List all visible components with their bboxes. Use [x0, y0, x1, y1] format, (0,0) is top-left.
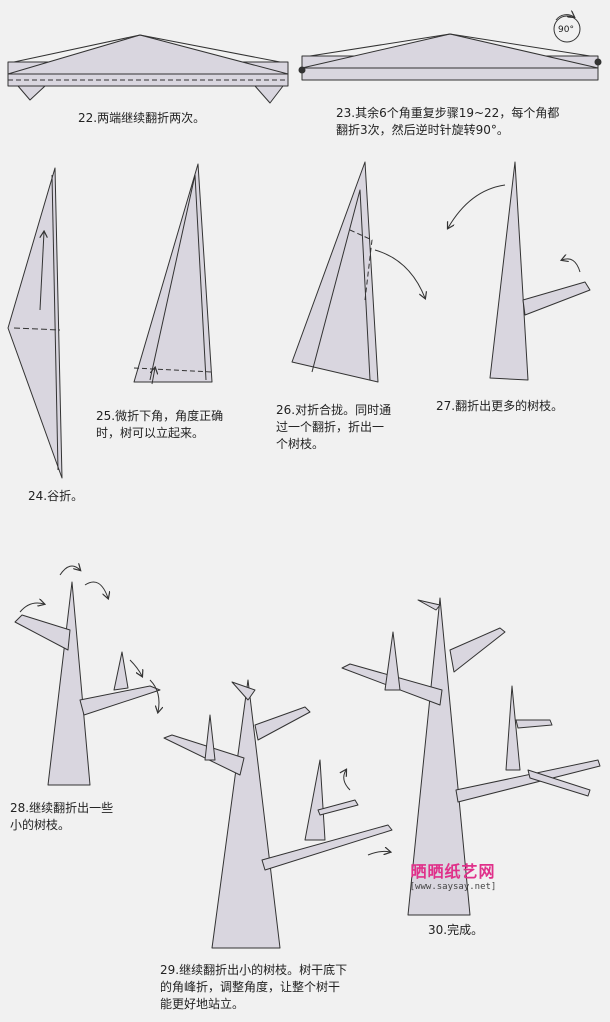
step-28-figure — [14, 566, 160, 786]
step-30-figure — [341, 597, 601, 916]
watermark-name: 晒晒纸艺网 — [410, 862, 496, 881]
step-29-figure — [163, 679, 393, 949]
step-23-caption: 23.其余6个角重复步骤19~22，每个角都 翻折3次，然后逆时针旋转90°。 — [336, 106, 560, 137]
step-25-caption: 25.微折下角，角度正确 时，树可以立起来。 — [96, 409, 224, 440]
step-24-caption: 24.谷折。 — [28, 489, 84, 503]
step-22-figure — [7, 34, 289, 104]
step-22-caption: 22.两端继续翻折两次。 — [78, 111, 206, 125]
watermark-url: [www.saysay.net] — [409, 882, 497, 892]
step-24-figure — [7, 167, 63, 479]
step-23-figure — [298, 15, 602, 81]
step-26-caption: 26.对折合拢。同时通 过一个翻折，折出一 个树枝。 — [276, 403, 392, 451]
step-27-caption: 27.翻折出更多的树枝。 — [436, 399, 564, 413]
step-26-figure — [291, 161, 425, 383]
watermark: 晒晒纸艺网 [www.saysay.net] — [398, 858, 508, 892]
step-29-caption: 29.继续翻折出小的树枝。树干底下 的角峰折，调整角度，让整个树干 能更好地站立… — [160, 963, 348, 1011]
step-30-caption: 30.完成。 — [428, 923, 484, 937]
step-27-figure — [448, 161, 591, 381]
step-25-figure — [133, 163, 213, 385]
step-28-caption: 28.继续翻折出一些 小的树枝。 — [10, 801, 114, 832]
rotate-90-label: 90° — [558, 25, 574, 35]
